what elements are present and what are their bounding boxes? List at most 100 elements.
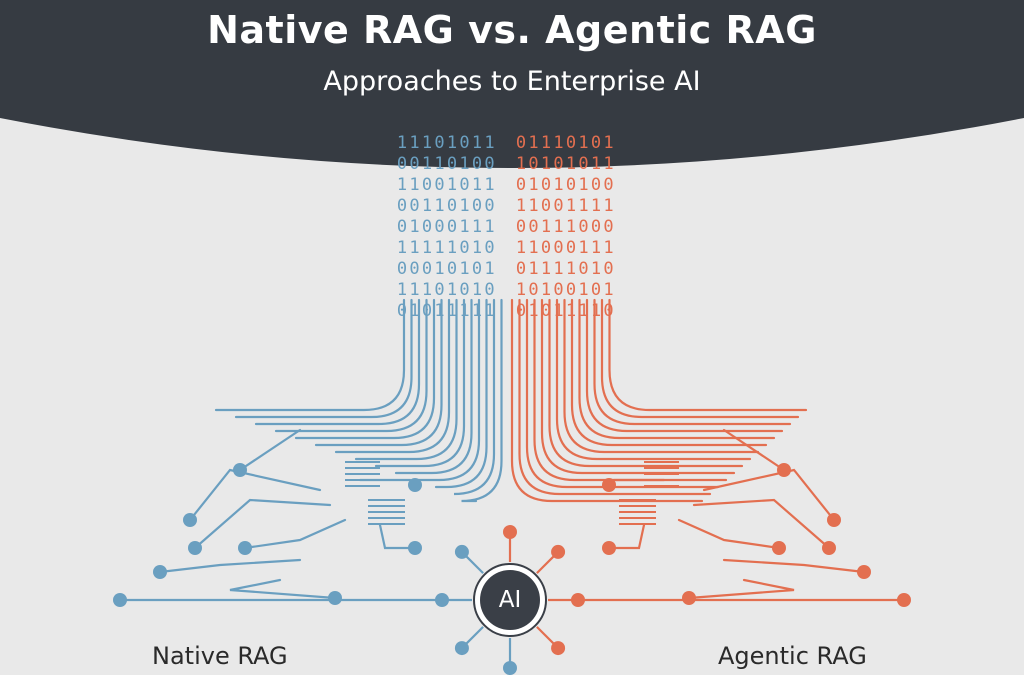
- binary-digit: 0: [422, 259, 432, 279]
- binary-digit: 0: [516, 175, 526, 195]
- binary-digit: 1: [447, 238, 457, 258]
- terminal-dot: [827, 513, 841, 527]
- circuit-trace: [533, 298, 728, 482]
- terminal-dot: [153, 565, 167, 579]
- binary-stream-native: 1010010101010110111101010100101011011010…: [397, 133, 495, 321]
- binary-digit: 1: [603, 280, 613, 300]
- binary-digit: 0: [591, 280, 601, 300]
- binary-digit: 1: [422, 154, 432, 174]
- binary-digit: 0: [484, 238, 494, 258]
- binary-digit: 0: [516, 133, 526, 153]
- circuit-trace: [608, 298, 808, 412]
- binary-digit: 1: [447, 175, 457, 195]
- terminal-dot: [188, 541, 202, 555]
- binary-digit: 1: [472, 301, 482, 321]
- circuit-trace: [414, 298, 481, 482]
- terminal-dot: [772, 541, 786, 555]
- ai-hub-label: AI: [498, 587, 522, 613]
- binary-digit: 0: [566, 280, 576, 300]
- circuit-trace: [254, 298, 421, 426]
- binary-digit: 1: [447, 301, 457, 321]
- ai-hub: [435, 525, 585, 675]
- binary-digit: 1: [516, 196, 526, 216]
- binary-digit: 1: [541, 133, 551, 153]
- circuit-trace: [585, 298, 784, 433]
- binary-digit: 1: [528, 175, 538, 195]
- binary-digit: 0: [434, 280, 444, 300]
- hub-core: [480, 570, 540, 630]
- terminal-dot: [822, 541, 836, 555]
- native-rag-label: Native RAG: [152, 642, 288, 670]
- binary-digit: 1: [591, 259, 601, 279]
- circuit-nodes-native: [113, 428, 442, 607]
- binary-digit: 0: [409, 259, 419, 279]
- binary-digit: 0: [566, 238, 576, 258]
- binary-digit: 0: [459, 238, 469, 258]
- binary-digit: 0: [578, 154, 588, 174]
- circuit-traces-native: [214, 298, 503, 503]
- binary-digit: 0: [447, 259, 457, 279]
- binary-digit: 1: [409, 217, 419, 237]
- binary-digit: 1: [434, 301, 444, 321]
- binary-digit: 0: [591, 133, 601, 153]
- binary-digit: 0: [397, 259, 407, 279]
- branch-connector: [607, 523, 646, 550]
- terminal-dot: [408, 541, 422, 555]
- circuit-trace: [540, 298, 736, 475]
- binary-digit: 1: [397, 175, 407, 195]
- branch-connector: [722, 558, 866, 574]
- binary-digit: 0: [566, 133, 576, 153]
- binary-digit: 0: [447, 217, 457, 237]
- hub-spoke-dot: [503, 525, 517, 539]
- binary-digit: 0: [434, 133, 444, 153]
- terminal-dot: [408, 478, 422, 492]
- binary-digit: 1: [484, 259, 494, 279]
- binary-digit: 1: [484, 301, 494, 321]
- branch-connector: [702, 468, 836, 522]
- binary-digit: 0: [447, 154, 457, 174]
- binary-digit: 1: [603, 154, 613, 174]
- circuit-trace: [563, 298, 760, 454]
- binary-digit: 0: [516, 259, 526, 279]
- binary-digit: 1: [409, 175, 419, 195]
- binary-digit: 0: [516, 301, 526, 321]
- binary-digit: 0: [566, 175, 576, 195]
- circuit-trace: [334, 298, 451, 454]
- binary-digit: 0: [528, 280, 538, 300]
- binary-digit: 1: [409, 238, 419, 258]
- terminal-dot: [113, 593, 127, 607]
- binary-digit: 1: [566, 196, 576, 216]
- binary-digit: 0: [409, 196, 419, 216]
- hub-spoke-dot: [454, 544, 469, 559]
- binary-digit: 1: [447, 133, 457, 153]
- binary-digit: 1: [434, 196, 444, 216]
- binary-digit: 1: [578, 175, 588, 195]
- binary-digit: 1: [591, 196, 601, 216]
- binary-digit: 1: [472, 280, 482, 300]
- circuit-trace: [234, 298, 413, 419]
- binary-digit: 0: [553, 196, 563, 216]
- terminal-dot: [897, 593, 911, 607]
- binary-digit: 0: [459, 280, 469, 300]
- binary-digit: 0: [578, 217, 588, 237]
- binary-digit: 1: [528, 133, 538, 153]
- binary-digit: 1: [541, 259, 551, 279]
- binary-digit: 0: [434, 175, 444, 195]
- binary-digit: 0: [422, 217, 432, 237]
- binary-digit: 1: [591, 301, 601, 321]
- binary-digit: 1: [528, 196, 538, 216]
- binary-digit: 0: [603, 175, 613, 195]
- binary-digit: 1: [484, 133, 494, 153]
- binary-digit: 1: [553, 301, 563, 321]
- terminal-dot: [233, 463, 247, 477]
- circuit-trace: [510, 298, 704, 503]
- circuit-trace: [394, 298, 473, 475]
- binary-digit: 1: [484, 175, 494, 195]
- binary-digit: 1: [578, 133, 588, 153]
- branch-connector: [188, 468, 322, 522]
- binary-digit: 1: [553, 217, 563, 237]
- circuit-traces-agentic: [510, 298, 808, 503]
- binary-digit: 0: [484, 196, 494, 216]
- binary-digit: 0: [472, 196, 482, 216]
